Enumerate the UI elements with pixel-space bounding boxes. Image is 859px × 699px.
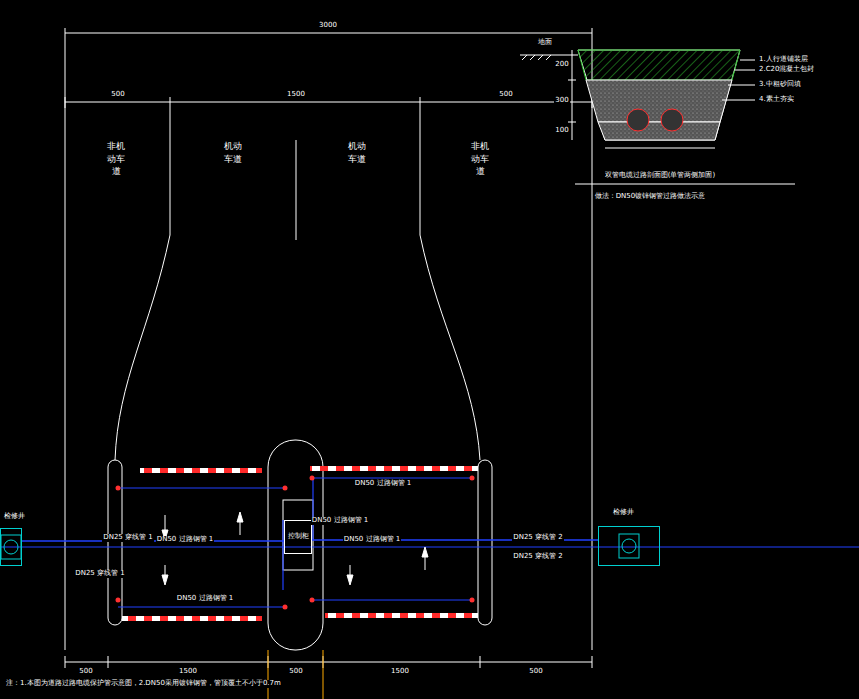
drawing-label: 100 [554, 127, 569, 135]
drawing-label: 做法：DN50镀锌钢管过路做法示意 [594, 193, 707, 201]
node-label: 控制柜 [288, 533, 309, 541]
manhole-box: 检修井 [0, 528, 22, 566]
drawing-label: 4.素土夯实 [758, 96, 795, 104]
drawing-label: DN50 过路钢管 1 [176, 595, 234, 603]
drawing-label: 3000 [318, 22, 338, 30]
drawing-label: 500 [528, 668, 543, 676]
drawing-label: 200 [554, 61, 569, 69]
drawing-label: DN25 穿线管 1 [74, 570, 125, 578]
node-label: 检修井 [613, 509, 634, 517]
drawing-label: 注：1.本图为道路过路电缆保护管示意图，2.DN50采用镀锌钢管，管顶覆土不小于… [5, 680, 282, 688]
control-cabinet: 控制柜 [284, 520, 312, 554]
drawing-label: 3.中粗砂回填 [758, 81, 802, 89]
lane-name: 非机动车道 [470, 140, 490, 178]
drawing-label: 2.C20混凝土包封 [758, 66, 815, 74]
lane-name: 非机动车道 [106, 140, 126, 178]
drawing-label: 1.人行道铺装层 [758, 56, 809, 64]
drawing-label: 1500 [286, 91, 306, 99]
drawing-label: 1500 [178, 668, 198, 676]
drawing-label: 500 [78, 668, 93, 676]
drawing-label: 双管电缆过路剖面图(单管两侧加固) [604, 172, 716, 180]
drawing-label: DN50 过路钢管 1 [311, 517, 369, 525]
drawing-label: DN50 过路钢管 1 [354, 480, 412, 488]
drawing-label: 500 [498, 91, 513, 99]
drawing-label: DN25 穿线管 2 [512, 553, 563, 561]
drawing-label: 500 [110, 91, 125, 99]
lane-name: 机动车道 [223, 140, 243, 165]
manhole-box: 检修井 [598, 526, 660, 566]
drawing-label: 地面 [537, 39, 553, 47]
drawing-label: 500 [288, 668, 303, 676]
drawing-label: 1500 [390, 668, 410, 676]
node-label: 检修井 [4, 513, 25, 521]
drawing-label: 300 [554, 97, 569, 105]
drawing-label: DN50 过路钢管 1 [156, 536, 214, 544]
drawing-label: DN25 穿线管 2 [512, 534, 563, 542]
manhole-icon [599, 527, 659, 565]
drawing-label: DN25 穿线管 1 [102, 534, 153, 542]
drawing-label: DN50 过路钢管 1 [343, 536, 401, 544]
manhole-icon [1, 529, 21, 565]
lane-name: 机动车道 [347, 140, 367, 165]
